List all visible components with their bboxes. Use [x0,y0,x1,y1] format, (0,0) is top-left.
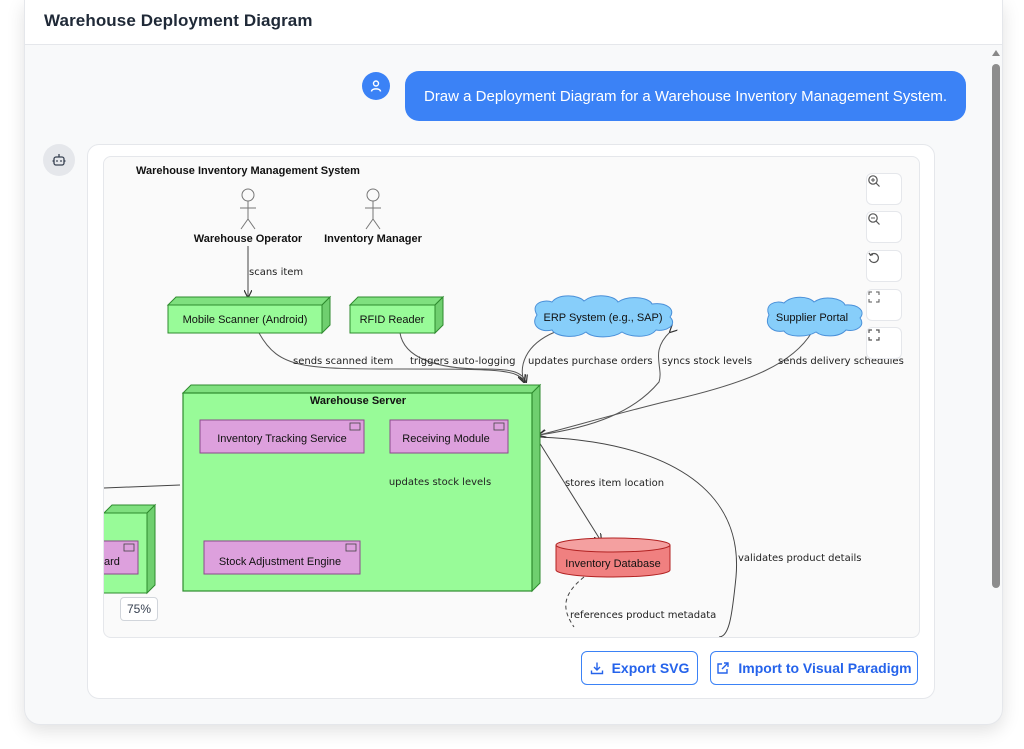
export-svg-button[interactable]: Export SVG [581,651,698,685]
node-rfid-reader[interactable] [348,295,445,335]
deployment-diagram[interactable]: Warehouse Inventory Management System Wa… [104,157,919,637]
zoom-out-icon [868,213,880,225]
user-avatar [362,72,390,100]
edge-label: scans item [249,267,303,278]
cloud-label: Supplier Portal [776,312,848,324]
edge-sends-scanned-item [258,332,524,382]
node-label: Mobile Scanner (Android) [183,314,308,326]
robot-icon [52,154,66,166]
fullscreen-icon [868,329,880,341]
chat-scrollbar[interactable] [990,48,1002,724]
zoom-in-button[interactable] [866,173,902,205]
actor-label: Warehouse Operator [194,233,303,245]
component-receiving-module[interactable] [389,419,509,454]
edge-label: syncs stock levels [662,356,752,367]
import-visual-paradigm-button[interactable]: Import to Visual Paradigm [710,651,918,685]
export-svg-label: Export SVG [611,660,690,676]
actor-label: Inventory Manager [324,233,423,245]
edge-stores-item-location [538,441,601,541]
zoom-level-indicator: 75% [120,597,158,621]
zoom-out-button[interactable] [866,211,902,243]
scroll-up-arrow-icon[interactable] [992,50,1000,56]
edge-left-node [104,484,181,489]
edge-label: stores item location [565,478,664,489]
fit-view-button[interactable] [866,289,902,321]
diagram-viewport[interactable]: Warehouse Inventory Management System Wa… [103,156,920,638]
fit-icon [868,291,880,303]
component-inventory-tracking-service[interactable] [199,419,365,454]
bot-avatar [43,144,75,176]
page-title: Warehouse Deployment Diagram [44,11,313,30]
edge-label: updates purchase orders [528,356,653,367]
cloud-supplier-portal[interactable] [767,296,863,337]
actor-inventory-manager[interactable] [365,188,381,230]
download-icon [590,662,603,675]
edge-label: updates stock levels [389,477,491,488]
external-link-icon [717,662,730,674]
node-label: Warehouse Server [310,395,407,407]
component-label: Stock Adjustment Engine [219,556,341,568]
database-label: Inventory Database [565,558,660,570]
component-label: Inventory Tracking Service [217,433,347,445]
component-label: ard [104,556,120,568]
edge-label: validates product details [738,553,862,564]
edge-sends-delivery-schedules [539,331,813,435]
assistant-response-card: Warehouse Inventory Management System Wa… [87,144,935,699]
edge-label: sends scanned item [293,356,393,367]
node-mobile-scanner[interactable] [166,295,332,335]
scroll-thumb[interactable] [992,64,1000,588]
node-label: RFID Reader [360,314,425,326]
component-stock-adjustment-engine[interactable] [203,540,361,575]
reset-icon [868,252,879,263]
reset-view-button[interactable] [866,250,902,282]
cloud-label: ERP System (e.g., SAP) [543,312,662,324]
edge-label: triggers auto-logging [410,356,516,367]
component-label: Receiving Module [402,433,489,445]
edge-triggers-auto-logging [399,332,526,382]
app-window: Warehouse Deployment Diagram Draw a Depl… [24,0,1003,725]
edge-references-product-metadata [565,576,585,628]
edge-label: references product metadata [570,610,716,621]
cloud-erp-system[interactable] [534,295,674,338]
node-left-partial[interactable] [104,503,157,595]
user-icon [370,80,382,92]
edge-syncs-stock-levels [539,332,670,435]
user-message: Draw a Deployment Diagram for a Warehous… [405,71,966,121]
diagram-title: Warehouse Inventory Management System [136,165,360,177]
edge-label: sends delivery schedules [778,356,904,367]
database-inventory[interactable] [555,537,671,578]
window-header: Warehouse Deployment Diagram [25,0,1002,45]
edge-validates-product-details [539,437,738,637]
import-visual-paradigm-label: Import to Visual Paradigm [738,660,912,676]
actor-warehouse-operator[interactable] [240,188,256,230]
zoom-in-icon [868,175,880,187]
fullscreen-button[interactable] [866,327,902,359]
